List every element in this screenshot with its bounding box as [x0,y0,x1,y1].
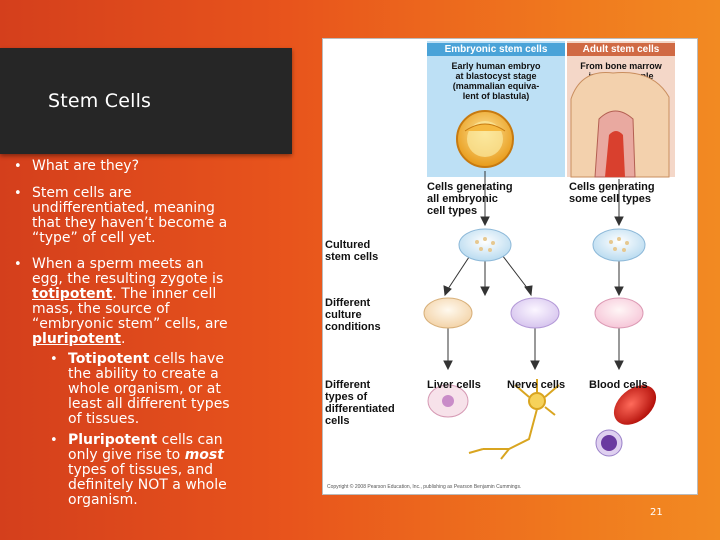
bullet-line: the ability to create a [68,366,219,382]
bullet-text: What are they? [32,158,140,174]
bullet-line: egg, the resulting zygote is [32,271,224,287]
arrows [443,171,624,371]
term-totipotent: totipotent [32,286,113,302]
bullet-marker: • [14,257,22,272]
blood-cell-icon [595,385,657,457]
embryonic-header: Embryonic stem cells [427,43,565,56]
slide-title: Stem Cells [48,90,152,112]
label-blood: Blood cells [589,379,648,391]
label-cultured: Cultured stem cells [325,239,379,263]
bullet-marker: • [50,433,58,448]
label-gen-some: Cells generating some cell types [569,181,655,205]
embryonic-desc: Early human embryo at blastocyst stage (… [451,61,541,101]
page-number: 21 [650,507,663,518]
title-box [0,48,292,154]
term-pluripotent-bold: Pluripotent [68,432,158,448]
bullet-marker: • [14,186,22,201]
adult-header: Adult stem cells [567,43,675,56]
bullet-line: “type” of cell yet. [32,230,156,246]
bullet-line: undifferentiated, meaning [32,200,215,216]
blastocyst-icon [456,110,514,168]
culture-dishes [423,228,646,329]
liver-cell-icon [427,384,469,418]
bullet-marker: • [14,159,22,174]
term-totipotent-bold: Totipotent [68,351,150,367]
bullet-line: of tissues. [68,411,140,427]
term-most: most [184,447,224,463]
nerve-cell-icon [468,379,560,460]
bullet-line: whole organism, or at [68,381,221,397]
bullet-line: types of tissues, and [68,462,213,478]
figure-copyright: Copyright © 2008 Pearson Education, Inc.… [327,484,522,490]
bullet-line: “embryonic stem” cells, are [32,316,228,332]
bullet-line: that they haven’t become a [32,215,228,231]
bullet-marker: • [50,352,58,367]
figure-graphics [423,72,670,460]
bullet-line: definitely NOT a whole [68,477,227,493]
label-nerve: Nerve cells [507,379,566,391]
label-liver: Liver cells [427,379,481,391]
label-different-culture: Different culture conditions [325,297,381,333]
stem-cell-figure: Embryonic stem cells Adult stem cells Ea… [322,38,698,495]
bullet-line: When a sperm meets an [32,256,204,272]
bullet-line: mass, the source of [32,301,170,317]
term-pluripotent: pluripotent [32,331,121,347]
label-gen-all: Cells generating all embryonic cell type… [427,181,513,217]
bone-marrow-icon [570,72,670,178]
bullet-line: least all different types [68,396,230,412]
label-differentiated: Different types of differentiated cells [325,379,395,427]
bullet-line: organism. [68,492,138,508]
bullet-line: Stem cells are [32,185,132,201]
